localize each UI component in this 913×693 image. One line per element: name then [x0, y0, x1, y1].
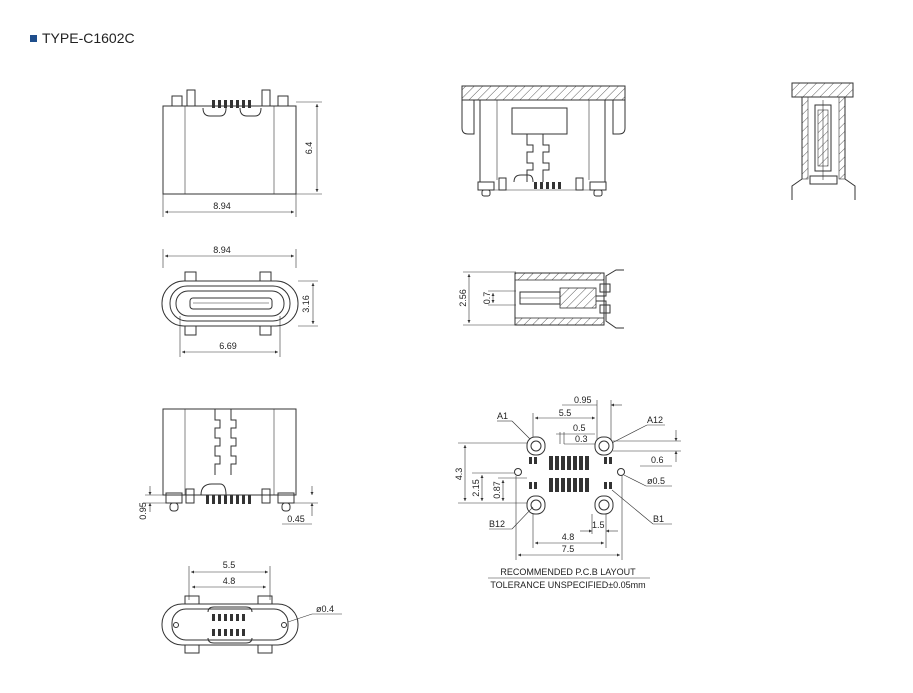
page-title: TYPE-C1602C — [30, 30, 135, 46]
dim-0-6-pcb: 0.6 — [651, 455, 664, 465]
top-view: 6.4 8.94 — [162, 89, 322, 217]
label-a12: A12 — [647, 415, 663, 425]
dim-2-56: 2.56 — [458, 289, 468, 307]
pcb-layout: 0.95 5.5 0.5 0.3 A1 A12 — [454, 395, 681, 560]
label-b1: B1 — [653, 514, 664, 524]
dim-0-95-bottom: 0.95 — [138, 502, 148, 520]
top-view-pins — [212, 100, 251, 108]
dim-4-8-pcb: 4.8 — [562, 532, 575, 542]
dim-0-87: 0.87 — [492, 481, 502, 499]
section-view — [461, 85, 626, 197]
dim-0-3-pcb: 0.3 — [575, 434, 588, 444]
dim-5-5-pcb: 5.5 — [559, 408, 572, 418]
dim-6-4: 6.4 — [304, 142, 314, 155]
dim-1-5-pcb: 1.5 — [592, 520, 605, 530]
dim-5-5-land: 5.5 — [223, 560, 236, 570]
tolerance-note: TOLERANCE UNSPECIFIED±0.05mm — [490, 580, 645, 590]
bottom-view: 0.95 0.45 — [138, 408, 318, 525]
dim-phi-0-4: ø0.4 — [316, 604, 334, 614]
dim-0-5-pcb: 0.5 — [573, 423, 586, 433]
land-pins-bottom — [212, 629, 245, 636]
dim-7-5-pcb: 7.5 — [562, 544, 575, 554]
pcb-pads-top — [529, 456, 612, 470]
dim-2-15: 2.15 — [471, 479, 481, 497]
dim-6-69: 6.69 — [219, 341, 237, 351]
bottom-view-pins — [206, 495, 251, 504]
dim-4-8-land: 4.8 — [223, 576, 236, 586]
dim-phi-0-5: ø0.5 — [647, 476, 665, 486]
side-view: 2.56 0.7 — [458, 269, 624, 329]
title-text: TYPE-C1602C — [42, 30, 135, 46]
land-view: 5.5 4.8 ø0.4 — [161, 560, 342, 654]
pcb-pads-bottom — [529, 478, 612, 492]
layout-note: RECOMMENDED P.C.B LAYOUT — [500, 567, 636, 577]
label-b12: B12 — [489, 519, 505, 529]
land-pins-top — [212, 614, 245, 621]
dim-0-7: 0.7 — [482, 292, 492, 305]
right-section-view — [791, 82, 856, 200]
dim-4-3: 4.3 — [454, 468, 464, 481]
dim-0-95-pcb: 0.95 — [574, 395, 592, 405]
title-marker-square — [30, 34, 37, 42]
dim-3-16: 3.16 — [301, 295, 311, 313]
label-a1: A1 — [497, 411, 508, 421]
dim-8-94-front: 8.94 — [213, 245, 231, 255]
section-pins — [534, 182, 561, 189]
dim-0-45: 0.45 — [287, 514, 305, 524]
dim-8-94-top: 8.94 — [213, 201, 231, 211]
front-view: 8.94 3.16 6.69 — [161, 245, 318, 357]
